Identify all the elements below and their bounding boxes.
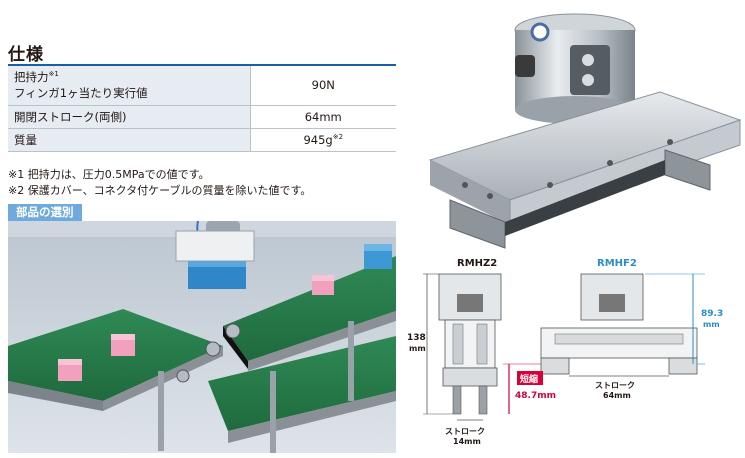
spec-value: 64mm bbox=[250, 104, 396, 129]
spec-row-mass: 質量 945g※2 bbox=[8, 127, 396, 152]
model-label-left: RMHZ2 bbox=[457, 258, 497, 269]
pink-box bbox=[58, 359, 82, 381]
height-right-value: 89.3 bbox=[701, 309, 723, 319]
spec-label: 把持力※1 フィンガ1ヶ当たり実行値 bbox=[8, 64, 251, 106]
spec-value: 90N bbox=[250, 64, 396, 106]
blue-box bbox=[364, 244, 392, 269]
spec-table: 把持力※1 フィンガ1ヶ当たり実行値 90N 開閉ストローク(両側) 64mm … bbox=[8, 64, 396, 152]
spec-label: 開閉ストローク(両側) bbox=[8, 104, 251, 129]
parts-section-label: 部品の選別 bbox=[8, 204, 82, 221]
dimension-comparison-drawing: RMHZ2 RMHF2 138 mm ストローク 14mm 89.3 mm 短縮… bbox=[407, 258, 723, 446]
spec-value: 945g※2 bbox=[250, 127, 396, 152]
model-label-right: RMHF2 bbox=[597, 258, 637, 269]
rmhf2-outline bbox=[540, 273, 698, 375]
height-left-unit: mm bbox=[409, 344, 426, 353]
height-left-value: 138 bbox=[407, 333, 426, 343]
note-2: ※2 保護カバー、コネクタ付ケーブルの質量を除いた値です。 bbox=[8, 184, 312, 197]
gripper-robot bbox=[175, 221, 255, 289]
parts-sorting-illustration bbox=[8, 221, 396, 453]
spec-row-stroke: 開閉ストローク(両側) 64mm bbox=[8, 104, 396, 129]
spec-label: 質量 bbox=[8, 127, 251, 152]
pink-box bbox=[111, 334, 135, 356]
stroke-left-label: ストローク bbox=[445, 426, 485, 436]
pink-box bbox=[312, 275, 334, 295]
gripper-product-photo bbox=[428, 13, 742, 249]
stroke-right-value: 64mm bbox=[603, 391, 631, 400]
stroke-right-label: ストローク bbox=[595, 380, 635, 390]
height-right-unit: mm bbox=[703, 320, 720, 329]
spec-row-grip-force: 把持力※1 フィンガ1ヶ当たり実行値 90N bbox=[8, 64, 396, 106]
rmhz2-outline bbox=[438, 273, 502, 415]
shortened-label: 短縮 bbox=[520, 373, 538, 385]
stroke-left-value: 14mm bbox=[453, 437, 481, 446]
shortened-value: 48.7mm bbox=[515, 391, 556, 401]
spec-title: 仕様 bbox=[8, 45, 44, 65]
note-1: ※1 把持力は、圧力0.5MPaでの値です。 bbox=[8, 168, 210, 181]
